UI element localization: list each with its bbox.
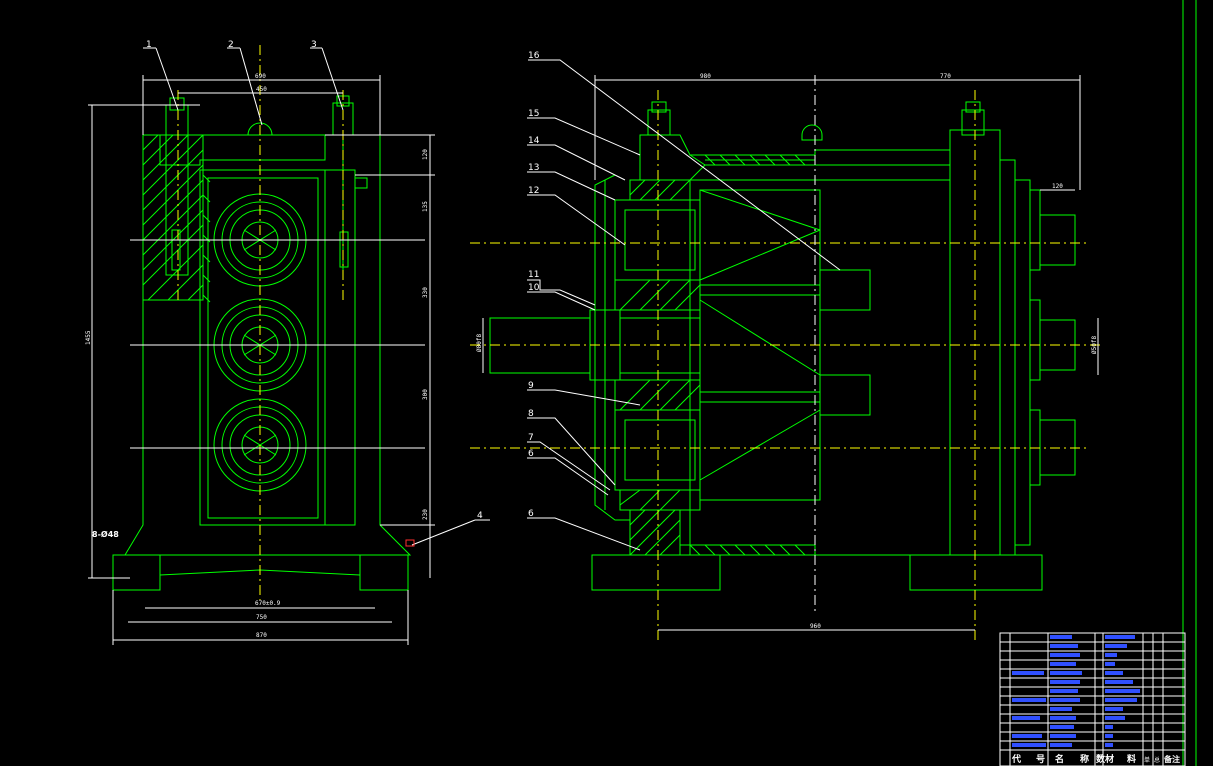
dim-base3: 870 [256,632,267,639]
tb-cailiao-2: 料 [1127,753,1136,765]
callout-11: 11 [528,270,539,280]
dim-right-small: 120 [1052,183,1063,190]
dim-h5: 230 [422,509,429,520]
tb-beizhu: 备注 [1163,754,1180,764]
table-entries [1012,635,1140,747]
dim-top-left: 980 [700,73,711,80]
callout-12: 12 [528,186,539,196]
callout-13: 13 [528,163,539,173]
callout-7: 7 [528,433,534,443]
tb-shuliang: 数 [1096,753,1106,765]
right-view [470,59,1100,640]
left-dimensions [88,75,435,645]
dim-top-right: 770 [940,73,951,80]
dim-h1: 120 [422,149,429,160]
left-view [88,45,490,645]
tb-mingcheng-2: 称 [1080,753,1089,765]
title-block: 代 号 名 称 数 材 料 单 总 备注 [999,632,1186,766]
tb-daihao-2: 号 [1036,754,1045,765]
tb-zong: 总 [1154,756,1160,764]
callout-6a: 6 [528,449,534,459]
dim-height-total: 1455 [85,330,92,345]
callout-3: 3 [311,40,317,50]
tb-daihao-1: 代 [1011,753,1021,765]
callout-2: 2 [228,40,234,50]
callout-16: 16 [528,51,540,61]
callout-14: 14 [528,136,540,146]
callout-10: 10 [528,283,540,293]
dim-bottom: 960 [810,623,821,630]
dim-top-inner: 450 [256,86,267,93]
dim-base2: 750 [256,614,267,621]
callout-9: 9 [528,381,534,391]
dim-h2: 135 [422,201,429,212]
callout-6b: 6 [528,509,534,519]
dim-shaft-right: Ø50f8 [1091,336,1098,354]
callout-4: 4 [477,511,483,521]
dim-shaft-left: Ø80f8 [476,334,483,352]
left-labels: 1 2 3 4 690 450 1455 120 135 330 300 230… [85,40,483,639]
tb-cailiao-1: 材 [1104,753,1114,765]
right-dimensions [482,75,1099,631]
right-labels: 16 15 14 13 12 11 10 9 8 7 6 6 980 770 1… [476,51,1098,630]
dim-h3: 330 [422,287,429,298]
dim-h4: 300 [422,389,429,400]
tb-mingcheng-1: 名 [1055,753,1064,765]
bearing-stack [594,174,701,521]
callout-8: 8 [528,409,534,419]
drawing-frame [1182,0,1197,766]
callout-1: 1 [146,40,152,50]
dim-base1: 670±0.9 [255,600,281,607]
tb-dan: 单 [1144,756,1150,764]
dim-holes: 8-Ø48 [92,529,119,539]
dim-top-width: 690 [255,73,266,80]
callout-15: 15 [528,109,539,119]
